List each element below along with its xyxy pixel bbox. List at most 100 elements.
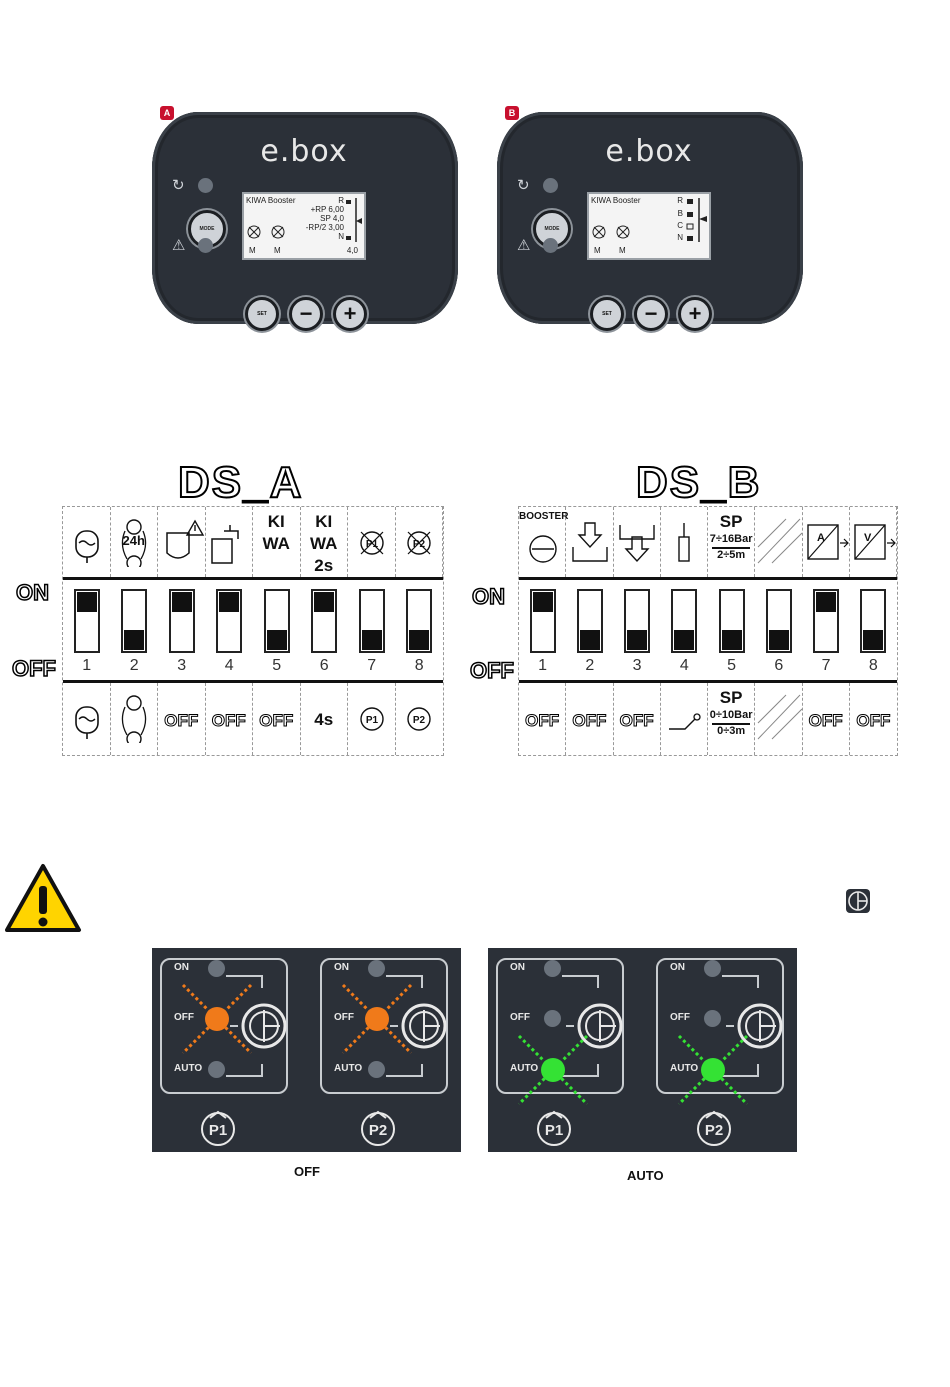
ds-b-dip-switch-8[interactable] (860, 589, 887, 653)
ds-a-dip-switch-2[interactable] (121, 589, 148, 653)
pump-1-icon: P1 (537, 1110, 571, 1146)
sp-time-range: 2÷5m (712, 547, 751, 561)
dip-switch-knob (361, 630, 382, 650)
pump-p1-icon: P1 (360, 707, 384, 731)
lcd-pump-label: M (249, 246, 256, 255)
ebox-logo: e.box (260, 134, 348, 169)
svg-text:P2: P2 (369, 1122, 387, 1139)
ds-b-bottom-cell-3: OFF (614, 683, 661, 755)
ds-b-dip-switch-2[interactable] (576, 589, 603, 653)
ds-a-bottom-cell-6: 4s (301, 683, 348, 755)
lcd-display: KIWA Booster R B C N M M (587, 192, 711, 260)
pump-cycle-icon (122, 695, 147, 743)
sp-label: SP (719, 512, 743, 531)
ds-a-dip-switch-3[interactable] (168, 589, 195, 653)
lcd-line: N (677, 233, 683, 242)
tank-icon (74, 706, 99, 739)
float-switch-icon (669, 713, 702, 730)
lcd-line: R (677, 196, 683, 205)
switch-number: 2 (585, 657, 595, 674)
svg-text:P1: P1 (366, 715, 379, 726)
kiwa-label: KI WA 2s (310, 512, 338, 575)
restart-icon: ↻ (172, 177, 185, 194)
lcd-line: +RP 6,00 (310, 205, 344, 214)
selector-label-on: ON (174, 962, 189, 973)
ds-a-top-cell-6: KI WA 2s (301, 507, 348, 577)
ds-a-bottom-cell-5: OFF (253, 683, 301, 755)
selector-label-on: ON (670, 962, 685, 973)
ds-b-bottom-cell-8: OFF (850, 683, 897, 755)
selector-wiring-icon (562, 975, 623, 1077)
24h-label: 24h (122, 533, 145, 548)
selector-wiring-icon (226, 975, 287, 1077)
ds-b-off-label: OFF (469, 657, 515, 684)
minus-button[interactable]: − (634, 297, 668, 331)
pump-control-box (320, 958, 448, 1094)
lcd-title: KIWA Booster (591, 196, 641, 205)
selector-wiring-icon (722, 975, 783, 1077)
ds-a-dip-switch-4[interactable] (216, 589, 243, 653)
warning-icon: ⚠ (517, 237, 531, 254)
ds-a-top-cell-1 (63, 507, 111, 577)
pump-status-icons (247, 225, 285, 239)
outlet-icon (619, 525, 655, 563)
lcd-line: R (338, 196, 344, 205)
dip-switch-knob (171, 592, 192, 612)
kiwa-label: KI WA (262, 512, 290, 553)
ds-b-dip-switch-4[interactable] (671, 589, 698, 653)
ds-b-bottom-cell-7: OFF (803, 683, 850, 755)
plus-button[interactable]: + (333, 297, 367, 331)
ds-a-dip-switch-7[interactable] (358, 589, 385, 653)
ds-b-dip-switch-7[interactable] (813, 589, 840, 653)
ds-b-dip-switch-1[interactable] (529, 589, 556, 653)
ds-a-top-cell-4 (206, 507, 253, 577)
tank-warning-icon (166, 519, 204, 559)
unused-hatch-icon (757, 694, 802, 740)
plus-button[interactable]: + (678, 297, 712, 331)
selector-label-off: OFF (670, 1012, 690, 1023)
ds-b-dip-switch-6[interactable] (765, 589, 792, 653)
set-button[interactable]: SET (590, 297, 624, 331)
ds-b-on-label: ON (471, 583, 506, 610)
sp-time-range: 0÷3m (712, 723, 751, 737)
pump-1-icon: P1 (201, 1110, 235, 1146)
ds-a-dip-switch-6[interactable] (311, 589, 338, 653)
lcd-value: 4,0 (346, 246, 358, 255)
switch-number: 5 (272, 657, 282, 674)
set-button[interactable]: SET (245, 297, 279, 331)
ds-a-bottom-cell-2 (111, 683, 158, 755)
switch-number: 1 (538, 657, 548, 674)
ds-a-dip-switch-1[interactable] (73, 589, 100, 653)
selector-led-on (544, 960, 561, 977)
switch-number: 8 (868, 657, 878, 674)
ds-b-dip-switch-3[interactable] (624, 589, 651, 653)
off-label: OFF (525, 711, 560, 731)
selector-led-on (208, 960, 225, 977)
warning-triangle-icon (5, 864, 81, 932)
booster-label: BOOSTER (519, 511, 569, 522)
pump-2-icon: P2 (697, 1110, 731, 1146)
ds-a-dip-switch-8[interactable] (406, 589, 433, 653)
pump-p1-disabled-icon: P1 (360, 531, 384, 555)
ds-b-top-cell-2 (566, 507, 614, 577)
selector-knob-icon (846, 889, 870, 913)
ds-a-dip-switch-5[interactable] (263, 589, 290, 653)
ds-a-bottom-cell-8: P2 (396, 683, 444, 755)
ds-a-bottom-cell-4: OFF (206, 683, 253, 755)
switch-number: 6 (319, 657, 329, 674)
pump-p2-disabled-icon: P2 (407, 531, 431, 555)
mode-button[interactable]: MODE (188, 210, 226, 248)
svg-text:V: V (864, 532, 872, 544)
selector-led-auto (208, 1061, 225, 1078)
svg-text:P1: P1 (366, 539, 379, 550)
svg-text:P1: P1 (545, 1122, 563, 1139)
dip-switch-knob (816, 592, 837, 612)
restart-icon: ↻ (517, 177, 530, 194)
switch-number: 7 (367, 657, 377, 674)
ds-b-dip-switch-5[interactable] (718, 589, 745, 653)
minus-button[interactable]: − (289, 297, 323, 331)
svg-text:A: A (817, 532, 825, 544)
controller-b: B e.box ↻ MODE ⚠ KIWA Booster R B C N M … (497, 106, 803, 331)
